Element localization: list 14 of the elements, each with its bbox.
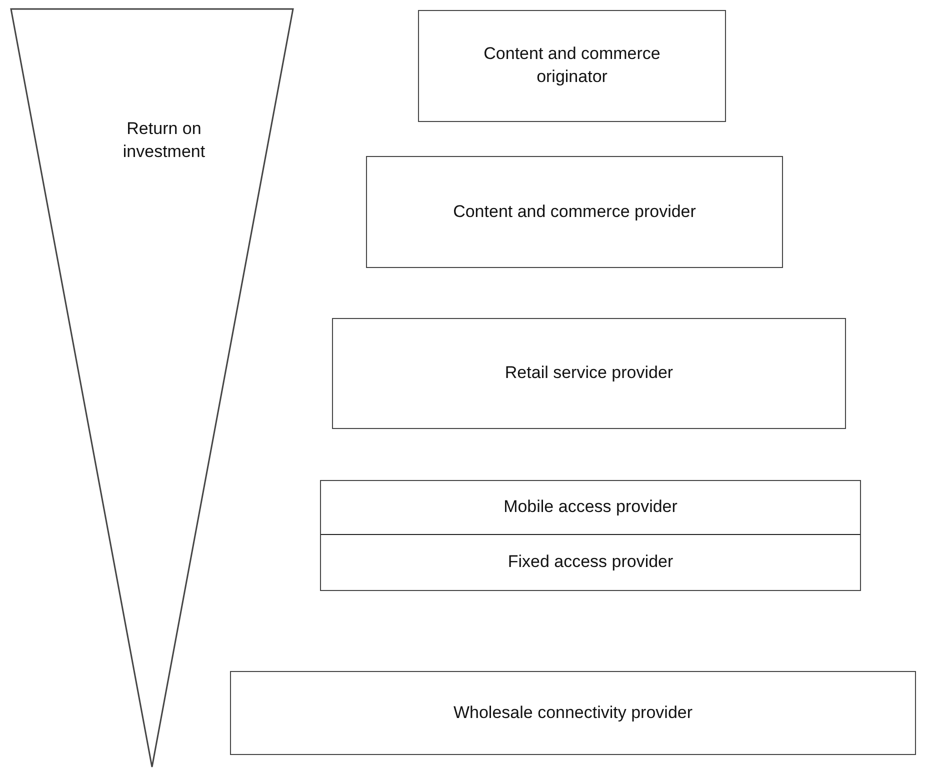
layer-box <box>332 318 846 429</box>
node-label: Retail service provider <box>504 362 674 384</box>
node-label: Return on investment <box>122 118 206 163</box>
layer-box <box>320 535 861 591</box>
node-label: Content and commerce provider <box>453 200 696 223</box>
layer-box <box>320 480 861 537</box>
node-label: Content and commerce originator <box>482 43 662 88</box>
layer-box <box>230 671 916 755</box>
inverted-triangle <box>10 8 294 768</box>
node-label: Mobile access provider <box>504 496 678 518</box>
layer-box <box>418 10 726 122</box>
node-label: Fixed access provider <box>508 551 674 574</box>
node-label: Wholesale connectivity provider <box>453 702 693 724</box>
layer-box <box>366 156 783 268</box>
